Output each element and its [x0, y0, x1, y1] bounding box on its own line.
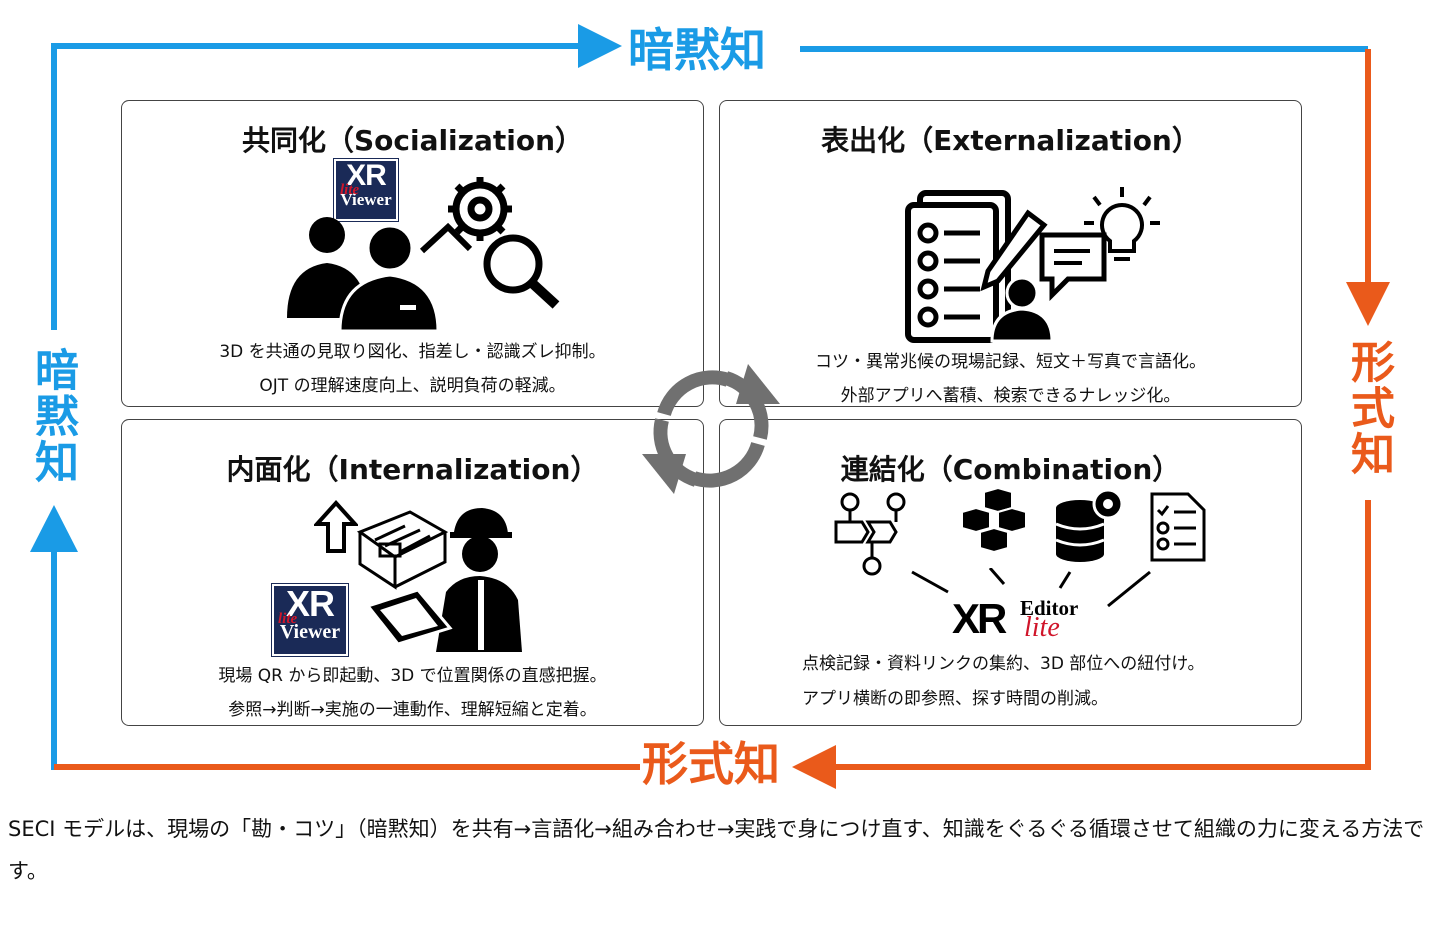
quadrant-title: 内面化（Internalization）: [226, 453, 599, 486]
xr-lite-viewer-logo: XR lite Viewer: [272, 584, 348, 656]
logo-script: lite: [1024, 612, 1060, 643]
logo-sub: Viewer: [340, 190, 392, 209]
quadrant-line-1: コツ・異常兆候の現場記録、短文＋写真で言語化。: [815, 352, 1206, 372]
user-icon: [1005, 276, 1039, 310]
up-arrow-icon: [314, 500, 358, 553]
quadrant-socialization: 共同化（Socialization） XR lite Viewer 3D を共通…: [121, 100, 704, 407]
connector-lines: [911, 568, 1151, 608]
logo-sub: Viewer: [279, 621, 341, 643]
gear-icon: [419, 177, 560, 309]
checklist-icon: [905, 190, 1054, 343]
quadrant-line-1: 現場 QR から即起動、3D で位置関係の直感把握。: [218, 666, 607, 686]
cycle-arrows-icon: [642, 364, 780, 494]
pen-icon: [980, 209, 1048, 292]
quadrant-line-2: アプリ横断の即参照、探す時間の削減。: [802, 689, 1108, 709]
3d-model-icon: [356, 510, 449, 590]
database-gear-icon: [1055, 488, 1124, 562]
quadrant-line-2: 参照→判断→実施の一連動作、理解短縮と定着。: [228, 700, 597, 720]
quadrant-title: 表出化（Externalization）: [821, 124, 1200, 157]
logo-main: XR: [285, 583, 335, 624]
logo-main: XR: [346, 159, 387, 192]
worker-with-tablet-icon: [365, 508, 522, 652]
flow-icon: [834, 492, 906, 576]
chat-icon: [1039, 232, 1107, 301]
quadrant-line-2: 外部アプリへ蓄積、検索できるナレッジ化。: [840, 386, 1181, 406]
quadrant-line-2: OJT の理解速度向上、説明負荷の軽減。: [259, 376, 566, 396]
explicit-right-arrowhead: [1346, 282, 1390, 326]
label-bottom-explicit: 形式知: [642, 737, 780, 791]
logo-script: lite: [278, 611, 298, 627]
caption: SECI モデルは、現場の「勘・コツ」（暗黙知）を共有→言語化→組み合わせ→実践…: [8, 817, 1425, 883]
survey-icon: [1150, 492, 1206, 562]
logo-main: XR: [952, 595, 1007, 642]
logo-script: lite: [340, 182, 360, 198]
label-right-explicit: 形式知: [1343, 335, 1394, 481]
explicit-bottom-arrowhead: [792, 745, 836, 789]
tacit-left-arrowhead: [30, 505, 78, 552]
label-left-tacit: 暗黙知: [27, 343, 78, 489]
quadrant-combination: 連結化（Combination）: [719, 419, 1302, 726]
magnifier-icon: [483, 234, 543, 294]
quadrant-externalization: 表出化（Externalization） コツ・異常兆候の現場記録、短文＋写真で…: [719, 100, 1302, 407]
lightbulb-icon: [1084, 187, 1160, 261]
label-top-tacit: 暗黙知: [628, 23, 766, 77]
people-icon: [287, 217, 440, 333]
xr-lite-editor-logo: XR Editor lite: [952, 595, 1102, 644]
cubes-icon: [961, 488, 1027, 554]
tacit-top-arrowhead: [578, 24, 622, 68]
quadrant-internalization: 内面化（Internalization） XR lite Viewer 現場 Q…: [121, 419, 704, 726]
quadrant-line-1: 3D を共通の見取り図化、指差し・認識ズレ抑制。: [219, 342, 606, 362]
quadrant-title: 共同化（Socialization）: [241, 124, 584, 157]
quadrant-title: 連結化（Combination）: [840, 453, 1181, 486]
logo-sub: Editor: [1020, 596, 1079, 620]
xr-lite-viewer-logo: XR lite Viewer: [334, 159, 398, 221]
quadrant-line-1: 点検記録・資料リンクの集約、3D 部位への紐付け。: [802, 654, 1205, 674]
